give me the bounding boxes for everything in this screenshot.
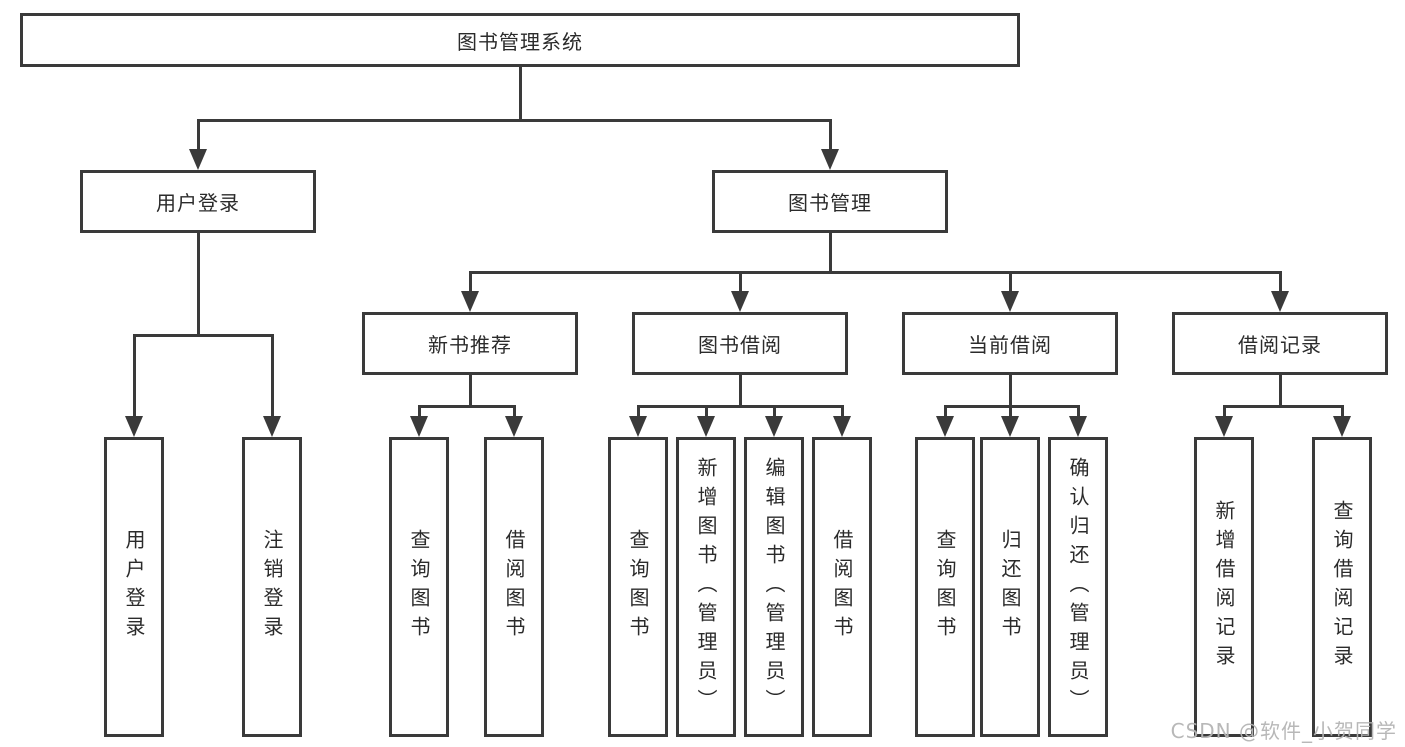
connector-drop: [1278, 271, 1282, 293]
node-borrowing-records-label: 借阅记录: [1238, 333, 1322, 357]
leaf-edit-books-admin: 编辑图书（管理员）: [744, 437, 804, 737]
connector-drop: [636, 405, 640, 418]
connector-rail: [1222, 405, 1344, 408]
leaf-query-books-recommend-label: 查询图书: [407, 529, 431, 645]
arrow-down-icon: [189, 149, 207, 170]
leaf-query-borrow-record: 查询借阅记录: [1312, 437, 1372, 737]
connector-rail: [636, 405, 844, 408]
leaf-borrow-books: 借阅图书: [812, 437, 872, 737]
arrow-down-icon: [765, 416, 783, 437]
arrow-down-icon: [263, 416, 281, 437]
connector-stub: [1278, 374, 1282, 408]
connector-stub: [1008, 374, 1012, 408]
arrow-down-icon: [936, 416, 954, 437]
node-library-management-system: 图书管理系统: [20, 13, 1020, 67]
connector-stub: [196, 232, 200, 337]
connector-drop: [1222, 405, 1226, 418]
node-current-borrowing-label: 当前借阅: [968, 333, 1052, 357]
connector-drop: [270, 334, 274, 418]
leaf-logout: 注销登录: [242, 437, 302, 737]
arrow-down-icon: [1215, 416, 1233, 437]
connector-drop: [417, 405, 421, 418]
leaf-query-borrow-record-label: 查询借阅记录: [1330, 500, 1354, 674]
leaf-confirm-return-admin-label: 确认归还（管理员）: [1066, 456, 1090, 718]
connector-drop: [828, 119, 832, 151]
leaf-query-books-current: 查询图书: [915, 437, 975, 737]
node-user-login-label: 用户登录: [156, 191, 240, 215]
leaf-borrow-books-recommend: 借阅图书: [484, 437, 544, 737]
leaf-query-books-borrowing: 查询图书: [608, 437, 668, 737]
leaf-borrow-books-label: 借阅图书: [830, 529, 854, 645]
connector-drop: [468, 271, 472, 293]
node-user-login: 用户登录: [80, 170, 316, 233]
arrow-down-icon: [821, 149, 839, 170]
leaf-add-books-admin: 新增图书（管理员）: [676, 437, 736, 737]
connector-rail: [468, 271, 1282, 274]
connector-drop: [840, 405, 844, 418]
node-book-management: 图书管理: [712, 170, 948, 233]
node-book-borrowing: 图书借阅: [632, 312, 848, 375]
node-new-book-recommend: 新书推荐: [362, 312, 578, 375]
node-new-book-recommend-label: 新书推荐: [428, 333, 512, 357]
leaf-query-books-current-label: 查询图书: [933, 529, 957, 645]
arrow-down-icon: [1001, 291, 1019, 312]
connector-rail: [196, 119, 832, 122]
arrow-down-icon: [1001, 416, 1019, 437]
connector-stub: [518, 66, 522, 122]
leaf-return-books: 归还图书: [980, 437, 1040, 737]
node-library-management-system-label: 图书管理系统: [457, 29, 583, 54]
leaf-user-login-label: 用户登录: [122, 529, 146, 645]
arrow-down-icon: [1333, 416, 1351, 437]
arrow-down-icon: [461, 291, 479, 312]
connector-drop: [132, 334, 136, 418]
connector-drop: [196, 119, 200, 151]
arrow-down-icon: [1069, 416, 1087, 437]
leaf-add-books-admin-label: 新增图书（管理员）: [694, 456, 718, 718]
leaf-logout-label: 注销登录: [260, 529, 284, 645]
arrow-down-icon: [1271, 291, 1289, 312]
leaf-query-books-recommend: 查询图书: [389, 437, 449, 737]
connector-rail: [417, 405, 516, 408]
connector-stub: [828, 232, 832, 274]
connector-rail: [943, 405, 1080, 408]
node-book-management-label: 图书管理: [788, 191, 872, 215]
connector-drop: [512, 405, 516, 418]
leaf-add-borrow-record-label: 新增借阅记录: [1212, 500, 1236, 674]
arrow-down-icon: [697, 416, 715, 437]
connector-drop: [1340, 405, 1344, 418]
leaf-confirm-return-admin: 确认归还（管理员）: [1048, 437, 1108, 737]
connector-drop: [772, 405, 776, 418]
connector-rail: [132, 334, 274, 337]
csdn-watermark: CSDN @软件_小贺同学: [1170, 719, 1397, 743]
connector-stub: [738, 374, 742, 408]
node-book-borrowing-label: 图书借阅: [698, 333, 782, 357]
leaf-user-login: 用户登录: [104, 437, 164, 737]
connector-drop: [1008, 271, 1012, 293]
leaf-return-books-label: 归还图书: [998, 529, 1022, 645]
arrow-down-icon: [629, 416, 647, 437]
arrow-down-icon: [125, 416, 143, 437]
connector-drop: [738, 271, 742, 293]
connector-drop: [1008, 405, 1012, 418]
leaf-query-books-borrowing-label: 查询图书: [626, 529, 650, 645]
arrow-down-icon: [833, 416, 851, 437]
connector-drop: [943, 405, 947, 418]
arrow-down-icon: [731, 291, 749, 312]
node-current-borrowing: 当前借阅: [902, 312, 1118, 375]
connector-drop: [1076, 405, 1080, 418]
leaf-add-borrow-record: 新增借阅记录: [1194, 437, 1254, 737]
node-borrowing-records: 借阅记录: [1172, 312, 1388, 375]
leaf-borrow-books-recommend-label: 借阅图书: [502, 529, 526, 645]
connector-stub: [468, 374, 472, 408]
connector-drop: [704, 405, 708, 418]
arrow-down-icon: [505, 416, 523, 437]
leaf-edit-books-admin-label: 编辑图书（管理员）: [762, 456, 786, 718]
arrow-down-icon: [410, 416, 428, 437]
